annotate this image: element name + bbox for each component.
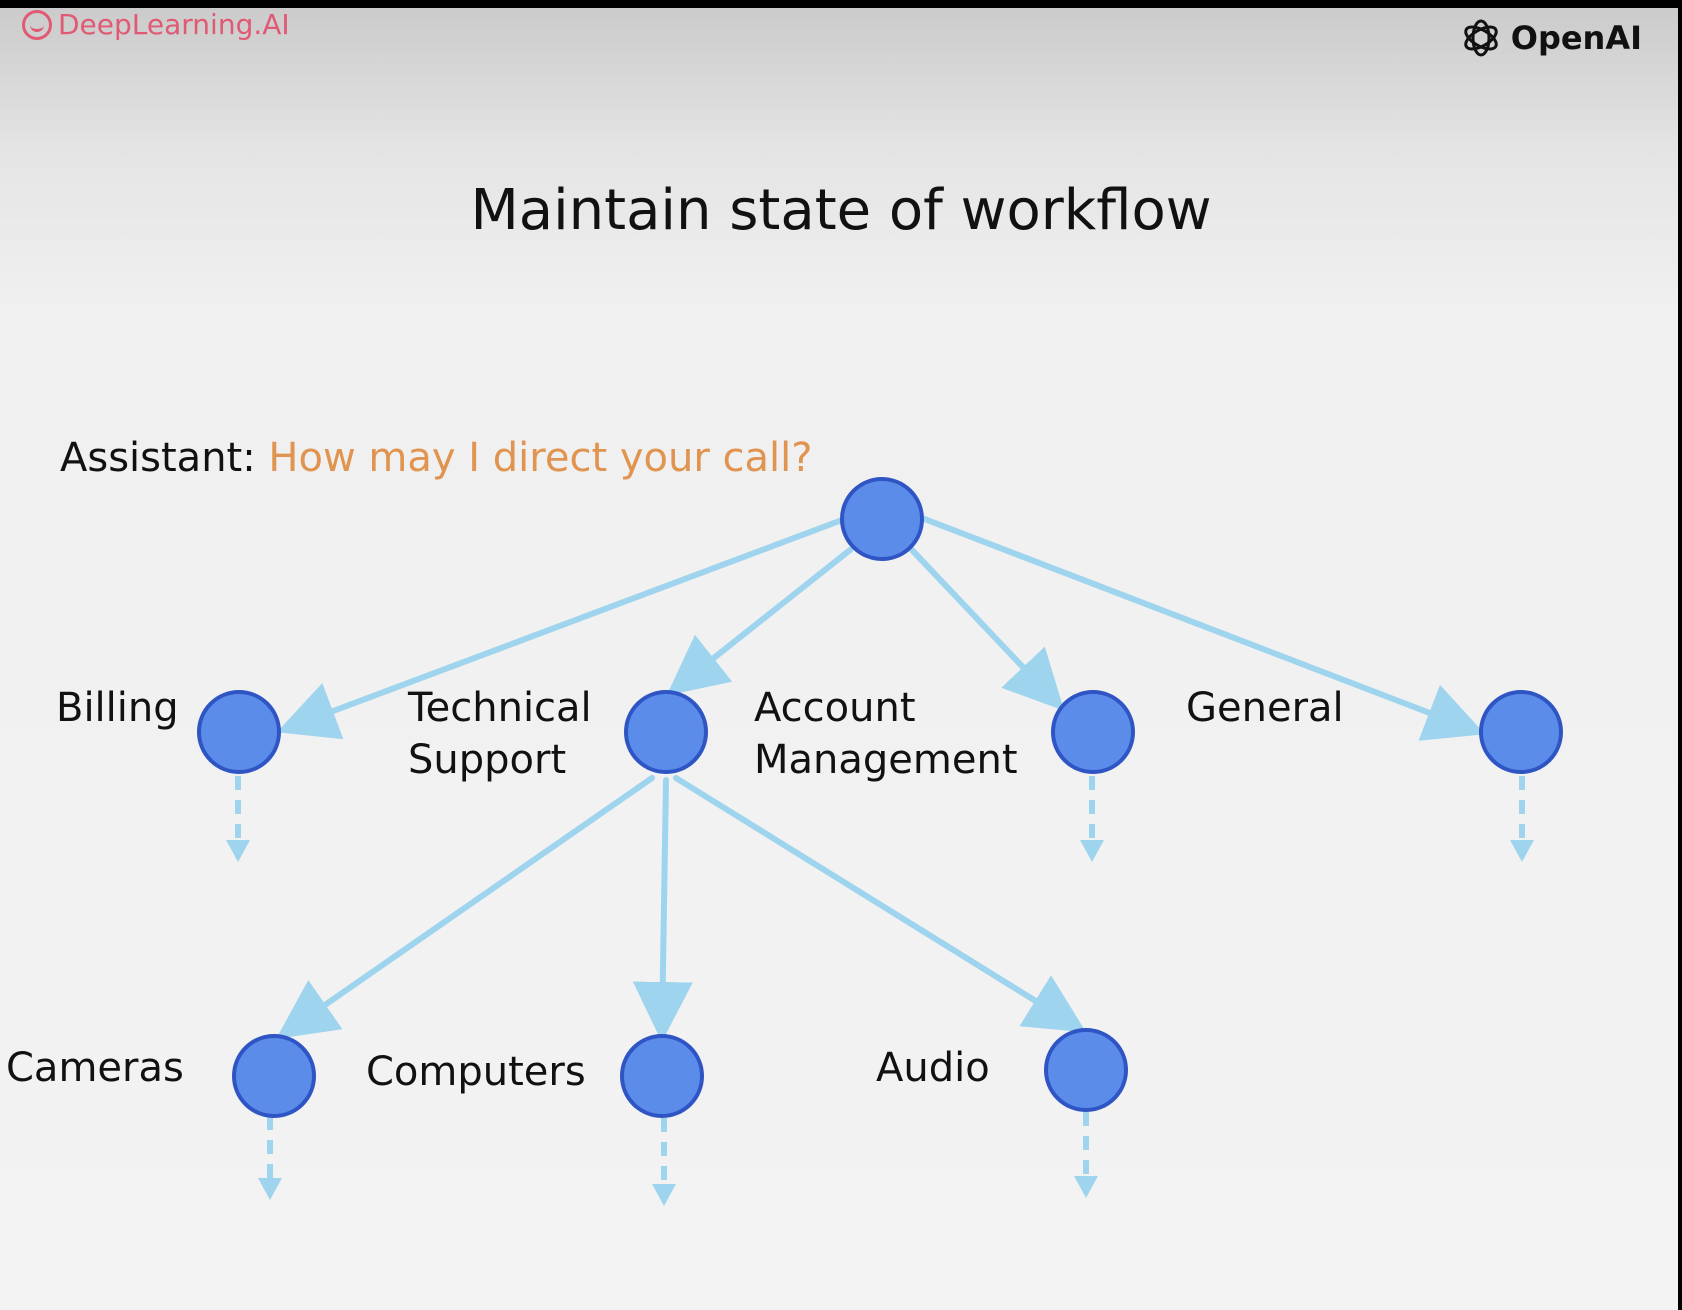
root-node <box>840 477 924 561</box>
label-general: General <box>1186 685 1344 731</box>
continuation-audio-arrowhead <box>1074 1176 1098 1198</box>
deeplearning-ai-logo: DeepLearning.AI <box>22 8 290 41</box>
label-billing: Billing <box>56 685 179 731</box>
edge-root-general <box>919 515 1486 741</box>
continuation-general-arrowhead <box>1510 840 1534 862</box>
openai-wordmark: OpenAI <box>1510 19 1642 57</box>
label-audio: Audio <box>876 1045 990 1091</box>
deeplearning-ai-wordmark: DeepLearning.AI <box>58 8 290 41</box>
account-management-node <box>1051 690 1135 774</box>
audio-node <box>1044 1028 1128 1112</box>
label-cameras: Cameras <box>6 1045 184 1091</box>
deeplearning-ai-mark-icon <box>22 9 52 40</box>
openai-knot-icon <box>1463 19 1498 57</box>
continuation-account-management-arrowhead <box>1080 840 1104 862</box>
right-frame-edge <box>1678 0 1682 1310</box>
assistant-prompt: Assistant: How may I direct your call? <box>60 435 812 481</box>
assistant-speaker-label: Assistant: <box>60 435 256 481</box>
billing-node <box>197 690 281 774</box>
edge-root-technical-support <box>666 547 853 696</box>
continuation-billing-arrowhead <box>226 840 250 862</box>
label-technical-support: Technical Support <box>408 685 592 783</box>
continuation-computers-arrowhead <box>652 1184 676 1206</box>
label-computers: Computers <box>366 1049 586 1095</box>
edge-technical-cameras <box>276 775 655 1039</box>
label-account-management: Account Management <box>754 685 1018 783</box>
assistant-message: How may I direct your call? <box>268 435 813 481</box>
technical-support-node <box>624 690 708 774</box>
edge-technical-computers <box>632 777 693 1042</box>
edge-root-account-management <box>909 547 1065 711</box>
slide-title: Maintain state of workflow <box>470 178 1212 243</box>
general-node <box>1479 690 1563 774</box>
openai-logo: OpenAI <box>1459 16 1642 60</box>
computers-node <box>620 1034 704 1118</box>
continuation-cameras-arrowhead <box>258 1178 282 1200</box>
edge-root-billing <box>276 517 845 740</box>
cameras-node <box>232 1034 316 1118</box>
edge-technical-audio <box>673 775 1087 1033</box>
